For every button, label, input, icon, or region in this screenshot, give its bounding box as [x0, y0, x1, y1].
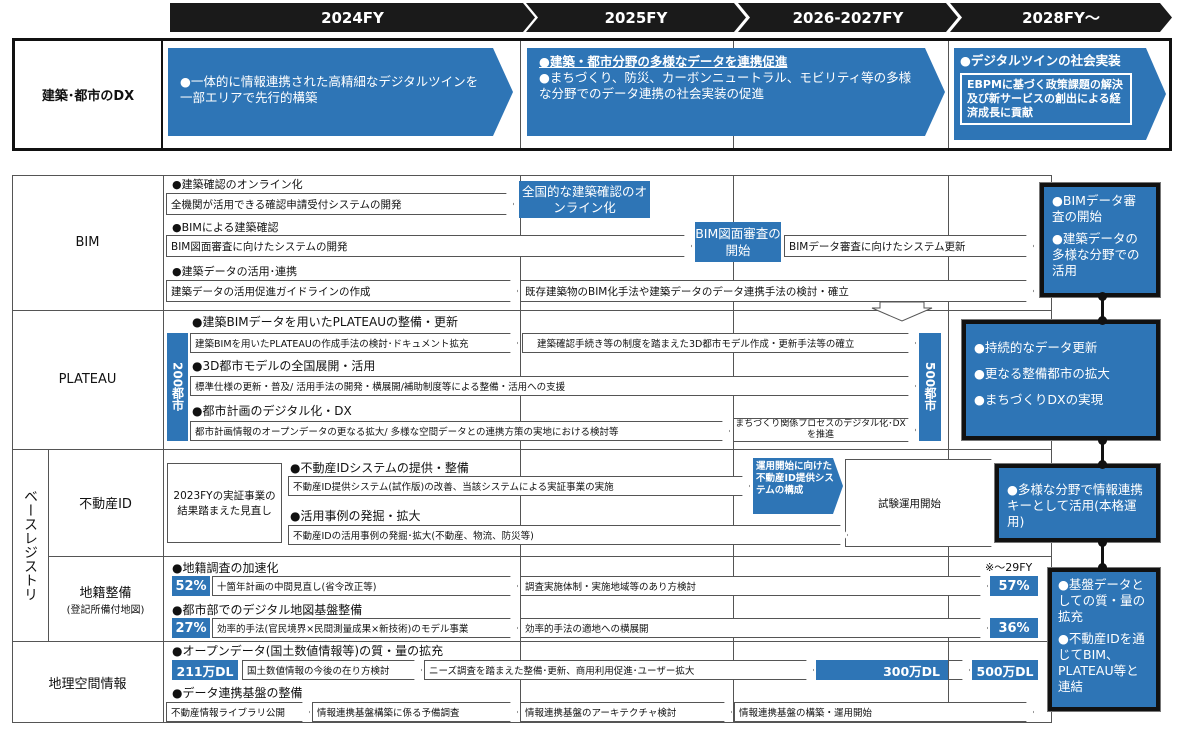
plateau-heading-1: ●建築BIMデータを用いたPLATEAUの整備・更新	[192, 315, 458, 329]
target-plateau-1: ●持続的なデータ更新	[974, 340, 1098, 355]
cat-chiseki: 地籍整備 (登記所備付地図)	[48, 556, 163, 641]
plateau-heading-3: ●都市計画のデジタル化・DX	[192, 404, 352, 418]
target-registry-1: ●基盤データとしての質・量の拡充	[1058, 577, 1146, 624]
chiseki-52: 52%	[172, 576, 210, 596]
dx-text-2025b: ●まちづくり、防災、カーボンニュートラル、モビリティ等の多様な分野でのデータ連携…	[539, 70, 912, 101]
dx-text-2028: ●デジタルツインの社会実装	[960, 53, 1121, 68]
plateau-arrow-5: まちづくり関係プロセスのデジタル化･DXを推進	[733, 418, 916, 442]
dx-label: 建築･都市のDX	[41, 89, 135, 104]
down-arrow-icon	[871, 302, 933, 322]
cat-chiseki-label: 地籍整備	[79, 585, 132, 601]
chiri-heading-1: ●オープンデータ(国土数値情報等)の質・量の拡充	[172, 644, 444, 658]
bim-milestone-1: 全国的な建築確認のオンライン化	[519, 181, 650, 218]
dx-sub-2028: EBPMに基づく政策課題の解決及び新サービスの創出による経済成長に貢献	[960, 73, 1132, 125]
chiseki-arrow-3: 効率的手法(官民境界×民間測量成果×新技術)のモデル事業	[212, 618, 518, 638]
chiseki-note: ※～29FY	[985, 561, 1033, 574]
chiri-300dl: 300万DL	[816, 660, 948, 680]
dx-box-2024: ●一体的に情報連携された高精細なデジタルツインを一部エリアで先行的構築	[168, 48, 513, 136]
plateau-arrow-4: 都市計画情報のオープンデータの更なる拡大/ 多様な空間データとの連携方策の実地に…	[190, 421, 730, 441]
target-fudosan-1: ●多様な分野で情報連携キーとして活用(本格運用)	[1007, 482, 1143, 529]
cat-chiseki-sub: (登記所備付地図)	[66, 604, 145, 616]
chiri-arrow-5: 情報連携基盤のアーキテクチャ検討	[520, 702, 732, 722]
fudosan-arrow-3: 不動産IDの活用事例の発掘･拡大(不動産、物流、防災等)	[288, 525, 848, 545]
target-bim-1: ●BIMデータ審査の開始	[1052, 193, 1136, 224]
header-2026: 2026-2027FY	[738, 3, 958, 32]
dx-box-2025: ●建築・都市分野の多様なデータを連携促進 ●まちづくり、防災、カーボンニュートラ…	[527, 48, 945, 136]
chiri-arrow-3: 不動産情報ライブラリ公開	[166, 702, 310, 722]
bim-arrow-4: 建築データの活用促進ガイドラインの作成	[166, 280, 518, 302]
chiri-arrow-6: 情報連携基盤の構築・運用開始	[734, 702, 1034, 722]
chiri-arrow-2: ニーズ調査を踏まえた整備･更新、商用利用促進･ユーザー拡大	[424, 660, 814, 680]
chiseki-heading-1: ●地籍調査の加速化	[172, 561, 279, 575]
bim-arrow-3: BIMデータ審査に向けたシステム更新	[784, 235, 1034, 257]
chiseki-27: 27%	[172, 618, 210, 638]
target-bim: ●BIMデータ審査の開始 ●建築データの多様な分野での活用	[1039, 182, 1161, 298]
fudosan-heading-2: ●活用事例の発掘・拡大	[290, 509, 421, 523]
dx-band	[12, 38, 1172, 151]
plateau-arrow-3: 標準仕様の更新・普及/ 活用手法の開発・横展開/補助制度等による整備・活用への支…	[190, 376, 916, 396]
bim-milestone-2: BIM図面審査の開始	[695, 222, 781, 262]
plateau-500-cities: 500都市	[919, 333, 941, 441]
chiri-500dl: 500万DL	[972, 660, 1038, 680]
chiri-arrow-2b	[948, 660, 970, 680]
bim-arrow-2: BIM図面審査に向けたシステムの開発	[166, 235, 692, 257]
chiseki-36: 36%	[990, 618, 1038, 638]
target-fudosan: ●多様な分野で情報連携キーとして活用(本格運用)	[994, 463, 1161, 543]
cat-bim: BIM	[75, 235, 100, 250]
plateau-heading-2: ●3D都市モデルの全国展開・活用	[192, 359, 376, 373]
header-2028: 2028FY～	[950, 3, 1172, 32]
fudosan-milestone: 運用開始に向けた不動産ID提供システムの構成	[753, 458, 843, 514]
cat-base-registry: ベースレジストリ	[22, 489, 38, 601]
bim-heading-2: ●BIMによる建築確認	[172, 221, 279, 234]
target-plateau-2: ●更なる整備都市の拡大	[974, 366, 1110, 381]
dx-box-2028: ●デジタルツインの社会実装 EBPMに基づく政策課題の解決及び新サービスの創出に…	[954, 48, 1166, 140]
header-2024: 2024FY	[170, 3, 535, 32]
cat-chiri: 地理空間情報	[48, 676, 127, 692]
bim-arrow-5: 既存建築物のBIM化手法や建築データのデータ連携手法の検討・確立	[520, 280, 1034, 302]
header-2025: 2025FY	[526, 3, 746, 32]
target-plateau: ●持続的なデータ更新 ●更なる整備都市の拡大 ●まちづくりDXの実現	[961, 319, 1161, 441]
chiri-heading-2: ●データ連携基盤の整備	[172, 686, 303, 700]
plateau-200-cities: 200都市	[167, 333, 188, 441]
cat-plateau: PLATEAU	[58, 372, 117, 387]
plateau-arrow-2: 建築確認手続き等の制度を踏まえた3D都市モデル作成・更新手法等の確立	[522, 333, 916, 353]
chiri-211dl: 211万DL	[172, 660, 238, 680]
chiseki-57: 57%	[990, 576, 1038, 596]
bim-heading-3: ●建築データの活用･連携	[172, 265, 298, 278]
fudosan-arrow-1: 不動産ID提供システム(試作版)の改善、当該システムによる実証事業の実施	[288, 476, 750, 496]
cat-fudosan-id: 不動産ID	[79, 497, 132, 512]
target-plateau-3: ●まちづくりDXの実現	[974, 392, 1104, 407]
chiri-arrow-1: 国土数値情報の今後の在り方検討	[242, 660, 422, 680]
target-registry-2: ●不動産IDを通じてBIM、PLATEAU等と連結	[1058, 631, 1145, 694]
fudosan-note: 2023FYの実証事業の結果踏まえた見直し	[167, 463, 282, 543]
dx-text-2025a: ●建築・都市分野の多様なデータを連携促進	[539, 54, 788, 69]
chiseki-arrow-4: 効率的手法の適地への横展開	[520, 618, 988, 638]
plateau-arrow-1: 建築BIMを用いたPLATEAUの作成手法の検討･ドキュメント拡充	[190, 333, 518, 353]
chiseki-heading-2: ●都市部でのデジタル地図基盤整備	[172, 603, 363, 617]
bim-arrow-1: 全機関が活用できる確認申請受付システムの開発	[166, 193, 514, 215]
chiri-arrow-4: 情報連携基盤構築に係る予備調査	[312, 702, 518, 722]
fudosan-heading-1: ●不動産IDシステムの提供・整備	[290, 461, 469, 475]
target-bim-2: ●建築データの多様な分野での活用	[1052, 231, 1140, 278]
bim-heading-1: ●建築確認のオンライン化	[172, 178, 303, 191]
chiseki-arrow-1: 十箇年計画の中間見直し(省令改正等)	[212, 576, 518, 596]
chiseki-arrow-2: 調査実施体制・実施地域等のあり方検討	[520, 576, 988, 596]
target-registry: ●基盤データとしての質・量の拡充 ●不動産IDを通じてBIM、PLATEAU等と…	[1047, 567, 1161, 712]
